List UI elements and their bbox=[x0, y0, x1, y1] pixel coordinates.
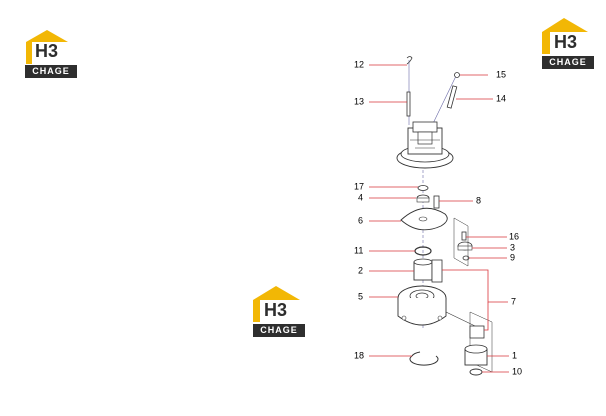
callout-17: 17 bbox=[354, 181, 364, 191]
callout-11: 11 bbox=[354, 245, 363, 255]
callout-4: 4 bbox=[358, 192, 363, 202]
callout-12: 12 bbox=[354, 59, 364, 69]
part-1-piston bbox=[464, 344, 488, 366]
part-10-seal bbox=[469, 368, 483, 376]
part-16-valve-stem bbox=[461, 231, 467, 241]
logo-monogram: H3 bbox=[35, 41, 59, 61]
logo-emblem-icon bbox=[25, 30, 77, 78]
part-5-lower-housing bbox=[397, 285, 447, 326]
part-7-spring bbox=[469, 325, 485, 339]
part-17-washer bbox=[417, 185, 429, 191]
brand-logo-center: H3 CHAGE bbox=[250, 284, 308, 338]
callout-16: 16 bbox=[509, 231, 519, 241]
logo-wordmark: CHAGE bbox=[549, 57, 587, 67]
part-18-snap-ring bbox=[409, 351, 439, 366]
brand-logo-top-left: H3 CHAGE bbox=[22, 28, 80, 78]
logo-wordmark: CHAGE bbox=[260, 325, 298, 335]
leader-lines bbox=[369, 64, 509, 373]
callout-3: 3 bbox=[510, 242, 515, 252]
logo-monogram: H3 bbox=[554, 32, 578, 52]
part-12-pin bbox=[406, 56, 413, 65]
part-15-screw-head bbox=[454, 72, 460, 78]
callout-8: 8 bbox=[476, 195, 481, 205]
logo-monogram: H3 bbox=[264, 300, 288, 320]
part-4-bushing bbox=[416, 194, 430, 203]
callout-14: 14 bbox=[496, 93, 506, 103]
upper-housing bbox=[396, 121, 454, 169]
callout-13: 13 bbox=[354, 96, 364, 106]
callout-2: 2 bbox=[358, 265, 363, 275]
callout-5: 5 bbox=[358, 291, 363, 301]
part-6-plate bbox=[400, 207, 448, 231]
part-3-valve-body bbox=[457, 241, 473, 251]
callout-7: 7 bbox=[511, 296, 516, 306]
part-8-pin bbox=[433, 195, 440, 209]
part-14-bolt bbox=[446, 85, 458, 109]
callout-10: 10 bbox=[512, 366, 522, 376]
callout-6: 6 bbox=[358, 215, 363, 225]
logo-wordmark: CHAGE bbox=[32, 66, 70, 76]
logo-emblem-icon bbox=[542, 18, 594, 69]
brand-logo-top-right: H3 CHAGE bbox=[540, 16, 596, 70]
callout-18: 18 bbox=[354, 350, 364, 360]
part-2-cylinder bbox=[413, 258, 443, 283]
callout-9: 9 bbox=[510, 252, 515, 262]
callout-1: 1 bbox=[512, 350, 517, 360]
callout-15: 15 bbox=[496, 69, 506, 79]
part-13-rod bbox=[406, 91, 411, 117]
logo-emblem-icon bbox=[253, 286, 305, 337]
